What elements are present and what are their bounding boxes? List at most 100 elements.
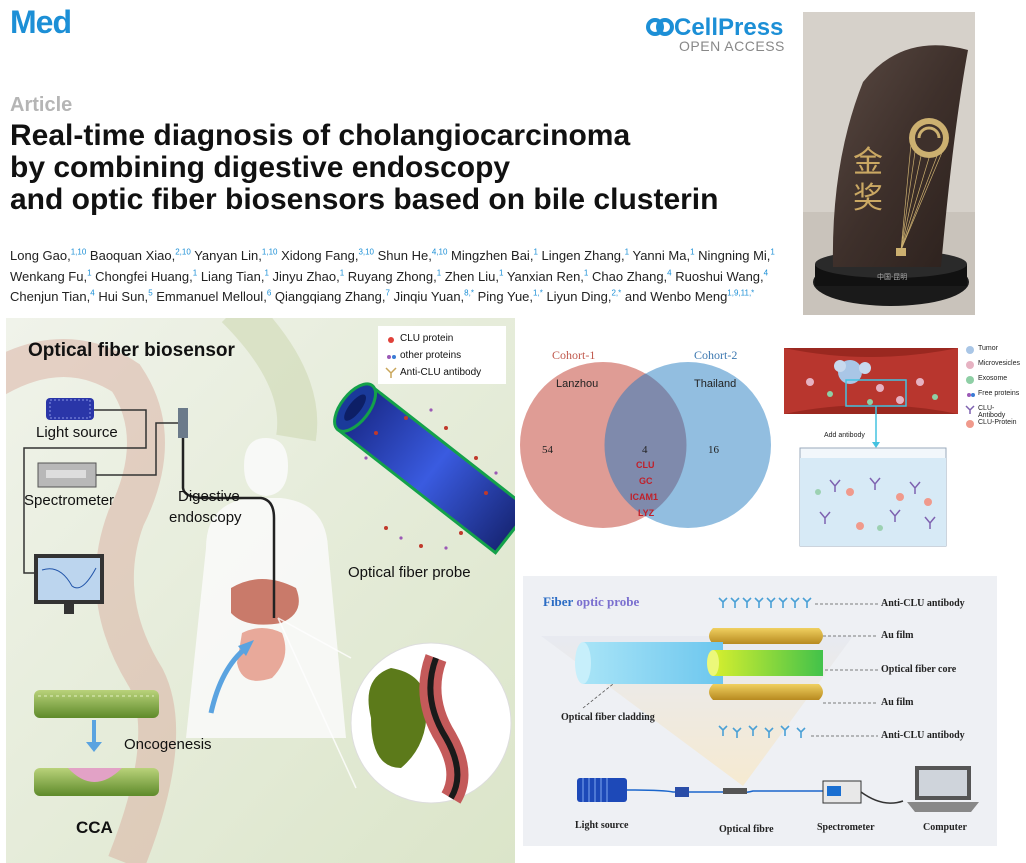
author-name: Long Gao, [10, 248, 71, 264]
legend-clu-protein: CLU-Protein [978, 419, 1017, 426]
venn-diagram: Cohort-1 Cohort-2 Lanzhou Thailand 54 16… [518, 340, 778, 540]
fiber-optic-probe-figure: Fiber optic probe Anti-CLU antibody Au f… [523, 576, 997, 846]
author-name: Liyun Ding, [546, 288, 612, 304]
legend-tumor: Tumor [978, 345, 998, 352]
trophy-char: 金 [853, 145, 883, 180]
author-name: Jinqiu Yuan, [393, 288, 465, 304]
label-spectrometer: Spectrometer [24, 492, 115, 509]
legend-other-proteins: other proteins [400, 350, 462, 361]
author-affiliation: 5 [148, 288, 153, 298]
venn-site: Lanzhou [556, 378, 599, 390]
legend-microvesicles: Microvesicles [978, 360, 1021, 367]
venn-unique-count: 54 [542, 444, 553, 456]
author-affiliation: 4 [90, 288, 95, 298]
label-cca: CCA [76, 818, 113, 837]
author: Ruoshui Wang,4 [675, 268, 769, 283]
label-fiber-probe: Optical fiber probe [348, 564, 471, 581]
probe-label: Anti-CLU antibody [881, 730, 965, 741]
author-affiliation: 1 [192, 268, 198, 278]
open-access-label: OPEN ACCESS [679, 38, 785, 54]
author: Yanyan Lin,1,10 [194, 248, 277, 263]
author-affiliation: 1 [624, 248, 630, 257]
author-affiliation: 1 [436, 268, 442, 278]
journal-name: Med [10, 4, 72, 40]
author-name: Lingen Zhang, [541, 248, 625, 264]
author-affiliation: 1 [339, 268, 345, 278]
author: Baoquan Xiao,2,10 [90, 248, 191, 263]
author: Liyun Ding,2,* [546, 289, 621, 304]
label-light-source: Light source [36, 424, 118, 441]
author: Xidong Fang,3,10 [281, 248, 374, 263]
author-affiliation: 4 [667, 268, 672, 278]
venn-gene: GC [639, 476, 653, 486]
author-affiliation: 1 [87, 268, 92, 278]
author-affiliation: 2,* [611, 288, 622, 298]
author-affiliation: 1 [583, 268, 589, 278]
author-name: Jinyu Zhao, [272, 268, 340, 284]
author-name: Yanxian Ren, [506, 268, 584, 284]
author-name: Chongfei Huang, [95, 268, 193, 284]
device-label: Spectrometer [817, 822, 875, 833]
venn-site: Thailand [694, 378, 737, 390]
author-affiliation: 1 [690, 248, 695, 257]
author: Chongfei Huang,1 [95, 268, 198, 284]
article-type: Article [10, 94, 73, 116]
panel-d-title: Fiber optic probe [543, 594, 639, 610]
author-name: Chenjun Tian, [10, 288, 91, 304]
author-affiliation: 1 [264, 268, 269, 278]
author: Mingzhen Bai,1 [451, 248, 538, 263]
author: Shun He,4,10 [378, 248, 448, 263]
author-name: Shun He, [377, 248, 432, 264]
publisher-logo: CellPress OPEN ACCESS [646, 14, 785, 54]
author-affiliation: 7 [385, 288, 390, 298]
author-affiliation: 4 [763, 268, 769, 278]
author: Qiangqiang Zhang,7 [275, 289, 390, 304]
author: Yanni Ma,1 [632, 248, 694, 263]
optical-biosensor-illustration: Optical fiber biosensor CLU protein othe… [6, 318, 515, 863]
author: Liang Tian,1 [200, 268, 269, 284]
trophy-char: 奖 [853, 181, 883, 216]
author: Yanxian Ren,1 [506, 268, 589, 284]
author: Jinqiu Yuan,8,* [394, 289, 474, 304]
author-name: Liang Tian, [200, 268, 265, 284]
venn-gene: CLU [636, 460, 655, 470]
article-title: Real-time diagnosis of cholangiocarcinom… [10, 120, 790, 216]
probe-label: Au film [881, 697, 914, 708]
author-affiliation: 4,10 [431, 248, 448, 257]
device-label: Light source [575, 820, 629, 831]
venn-gene: LYZ [638, 508, 655, 518]
legend-clu-protein: CLU protein [400, 333, 454, 344]
author: Hui Sun,5 [98, 289, 152, 304]
venn-set-name: Cohort-1 [552, 348, 596, 362]
author-name: Ping Yue, [477, 288, 534, 304]
author-affiliation: 1 [498, 268, 504, 278]
probe-label: Anti-CLU antibody [881, 598, 965, 609]
author-affiliation: 1,10 [70, 248, 87, 257]
author-name: Chao Zhang, [592, 268, 668, 284]
cellpress-icon [646, 18, 674, 36]
legend-clu-antibody: CLU-Antibody [978, 405, 1006, 419]
title-line: by combining digestive endoscopy [10, 151, 511, 184]
probe-label: Optical fiber core [881, 664, 957, 675]
author-affiliation: 2,10 [175, 248, 191, 257]
venn-unique-count: 16 [708, 444, 719, 456]
title-line: Real-time diagnosis of cholangiocarcinom… [10, 119, 631, 152]
award-trophy-photo: 金 奖 中国·昆明 [803, 12, 975, 315]
author-name: Yanni Ma, [632, 248, 691, 264]
venn-set-name: Cohort-2 [694, 348, 738, 362]
author: Emmanuel Melloul,6 [156, 289, 271, 304]
author-name: Emmanuel Melloul, [156, 288, 267, 304]
panel-d-title-b: optic probe [576, 594, 640, 609]
legend-anti-clu-antibody: Anti-CLU antibody [400, 367, 482, 378]
legend-exosome: Exosome [978, 375, 1008, 382]
venn-gene: ICAM1 [630, 492, 659, 502]
title-line: and optic fiber biosensors based on bile… [10, 183, 719, 216]
author: and Wenbo Meng1,9,11,* [625, 289, 754, 304]
author-name: Hui Sun, [98, 288, 149, 304]
probe-label: Au film [881, 630, 914, 641]
publisher-name: CellPress [674, 14, 784, 41]
author: Jinyu Zhao,1 [272, 268, 345, 284]
author-name: Xidong Fang, [281, 248, 359, 264]
device-label: Computer [923, 822, 967, 833]
panel-d-title-a: Fiber [543, 594, 577, 609]
